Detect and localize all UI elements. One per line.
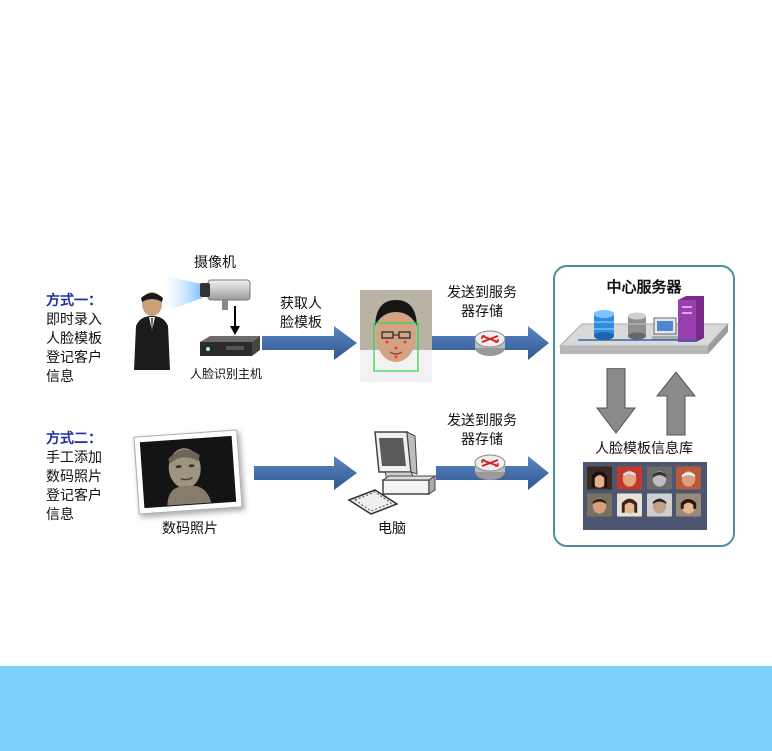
send-label-bottom: 发送到服务 器存储 [447,412,517,450]
face-thumb [616,466,642,490]
method2-line-2: 数码照片 [46,469,102,485]
camera-to-host-arrow [230,306,240,335]
send-label-top: 发送到服务 器存储 [447,284,517,322]
send-label-top-line-2: 器存储 [461,304,503,320]
method2-line-1: 手工添加 [46,450,102,466]
send-label-bottom-line-2: 器存储 [461,432,503,448]
extract-label-line-2: 脸模板 [280,315,322,331]
method1-line-1: 即时录入 [46,312,102,328]
method1-title: 方式一： [46,293,102,309]
face-thumb [587,493,612,517]
server-title: 中心服务器 [606,278,682,296]
server-rack-icon [558,296,730,354]
send-label-bottom-line-1: 发送到服务 [447,413,517,429]
face-capture-icon [360,290,432,382]
router-icon [474,330,506,356]
method2-line-4: 信息 [46,507,74,523]
method1-line-4: 信息 [46,369,74,385]
extract-label: 获取人 脸模板 [280,295,322,333]
camera-label: 摄像机 [194,255,236,271]
face-thumb [646,493,672,517]
host-to-capture-arrow [262,326,357,360]
face-database-icon [583,462,707,530]
photo-face-render [139,435,237,509]
computer-icon [347,431,437,515]
face-thumb [676,466,702,490]
face-thumb [676,493,702,517]
router-icon [474,454,506,480]
extract-label-line-1: 获取人 [280,296,322,312]
camera-icon [164,276,251,312]
method1-line-3: 登记客户 [46,350,102,366]
digital-photo-icon [133,429,243,515]
recognizer-device-icon [200,336,260,356]
db-label: 人脸模板信息库 [595,441,693,457]
db-to-server-arrow [656,372,696,436]
method2-line-3: 登记客户 [46,488,102,504]
recognizer-label: 人脸识别主机 [190,367,263,381]
method1-text: 方式一： 即时录入 人脸模板 登记客户 信息 [46,292,102,387]
method1-line-2: 人脸模板 [46,331,102,347]
method2-text: 方式二： 手工添加 数码照片 登记客户 信息 [46,430,102,525]
method2-title: 方式二： [46,431,102,447]
send-label-top-line-1: 发送到服务 [447,285,517,301]
face-thumb [616,493,642,517]
photo-to-computer-arrow [254,456,357,490]
person-icon [134,292,170,370]
bottom-band [0,666,772,751]
face-thumb [646,466,672,490]
photo-label: 数码照片 [162,521,218,537]
face-thumb [587,466,612,490]
computer-label: 电脑 [378,521,406,537]
server-to-db-arrow [596,368,636,434]
